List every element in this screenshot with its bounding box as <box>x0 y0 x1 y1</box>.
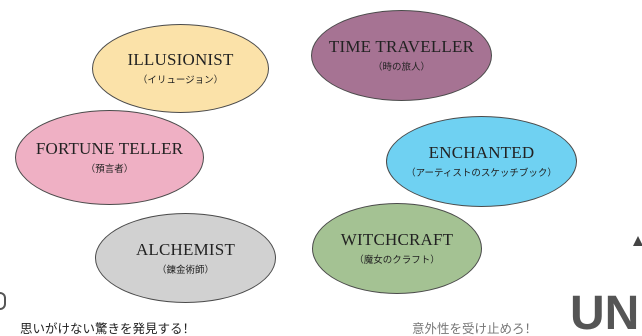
witchcraft-subtitle: （魔女のクラフト） <box>354 255 440 267</box>
fortune-teller-subtitle: （預言者） <box>85 164 134 176</box>
alchemist-title: ALCHEMIST <box>135 239 236 259</box>
illusionist-ellipse: ILLUSIONIST （イリュージョン） <box>92 24 269 113</box>
illusionist-title: ILLUSIONIST <box>127 50 234 70</box>
enchanted-ellipse: ENCHANTED （アーティストのスケッチブック） <box>386 116 577 207</box>
time-traveller-title: TIME TRAVELLER <box>328 37 475 57</box>
caption-right: 意外性を受け止めろ！ <box>412 321 538 336</box>
caption-left: 思いがけない驚きを発見する！ <box>20 321 196 336</box>
edge-fragment-left <box>0 292 6 310</box>
enchanted-subtitle: （アーティストのスケッチブック） <box>406 168 557 180</box>
enchanted-title: ENCHANTED <box>428 143 535 163</box>
witchcraft-ellipse: WITCHCRAFT （魔女のクラフト） <box>312 203 482 294</box>
illusionist-subtitle: （イリュージョン） <box>137 75 224 87</box>
edge-fragment-right <box>633 236 642 246</box>
brand-logo-text: UN <box>570 287 640 336</box>
alchemist-ellipse: ALCHEMIST （錬金術師） <box>95 213 276 303</box>
fortune-teller-ellipse: FORTUNE TELLER （預言者） <box>15 110 204 205</box>
time-traveller-ellipse: TIME TRAVELLER （時の旅人） <box>311 10 492 101</box>
fortune-teller-title: FORTUNE TELLER <box>35 139 184 159</box>
time-traveller-subtitle: （時の旅人） <box>372 62 430 74</box>
witchcraft-title: WITCHCRAFT <box>340 230 454 250</box>
alchemist-subtitle: （錬金術師） <box>156 264 214 276</box>
